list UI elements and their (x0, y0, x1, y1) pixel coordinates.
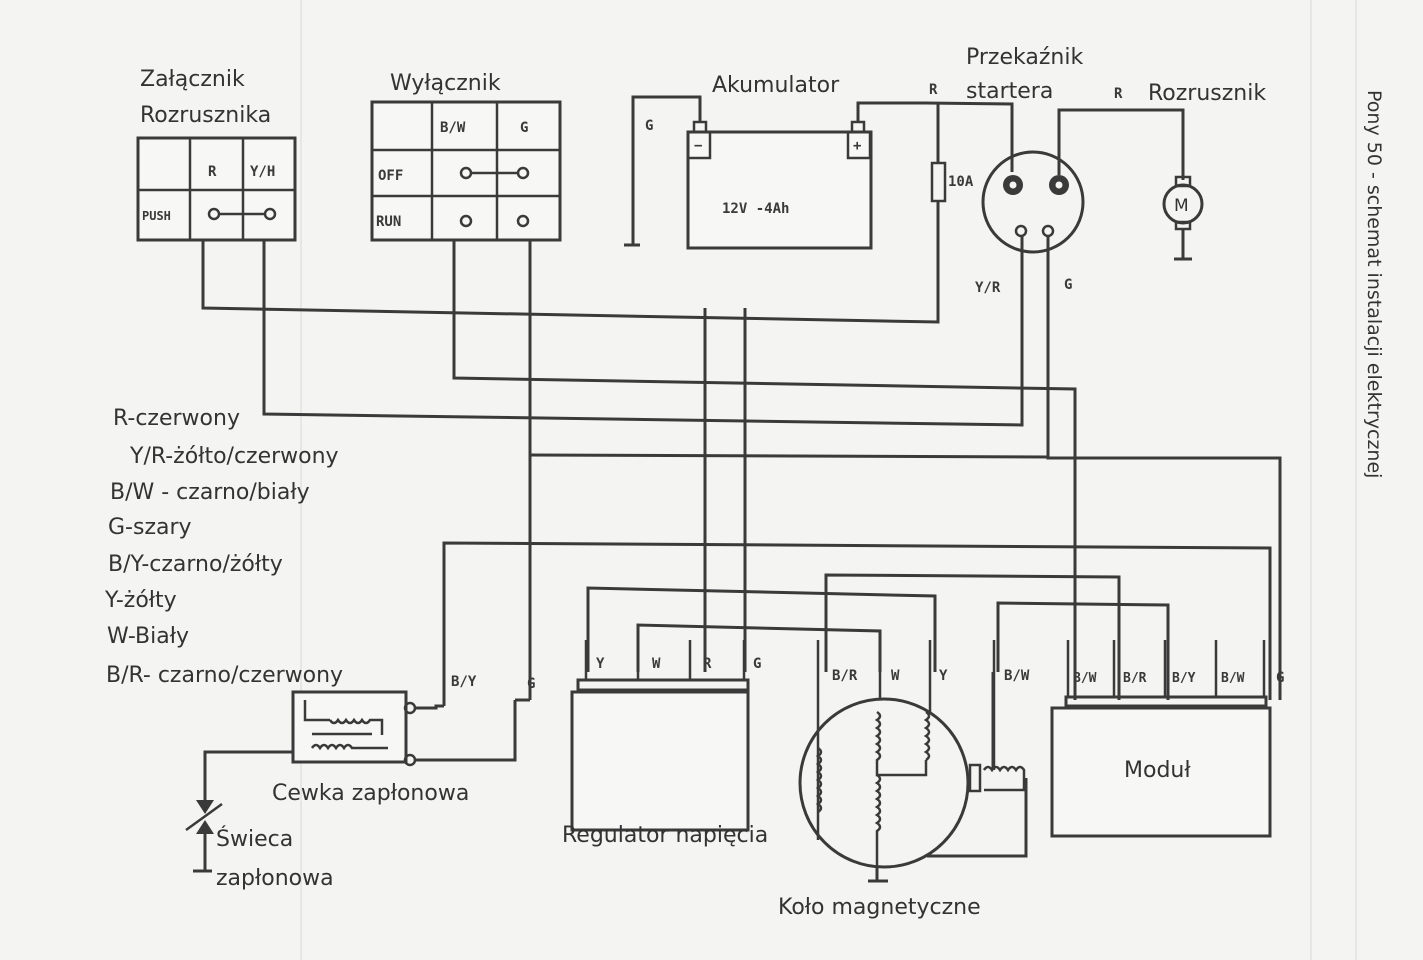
module-pin: G (1276, 670, 1284, 686)
spark-plug-label-1: Świeca (216, 826, 293, 852)
starter-switch: Załącznik Rozrusznika R Y/H PUSH (136, 67, 297, 242)
relay-wire-r-label: R (929, 82, 938, 98)
magneto-label: Koło magnetyczne (778, 895, 981, 920)
ignition-switch-label: Wyłącznik (390, 71, 501, 96)
wire-color-legend: R-czerwony Y/R-żółto/czerwony B/W - czar… (104, 406, 343, 688)
legend-item: Y-żółty (104, 588, 177, 613)
magneto-body (798, 697, 970, 869)
pickup-coil-icon (968, 763, 982, 793)
starter-switch-row-push: PUSH (142, 209, 171, 223)
starter-switch-label-2: Rozrusznika (140, 103, 271, 128)
battery-negative: − (694, 138, 702, 154)
magneto-pin: W (891, 668, 900, 684)
regulator-pin: Y (596, 656, 605, 672)
regulator-pin: G (753, 656, 761, 672)
pickup-wire-label: B/W (1004, 668, 1030, 684)
module-body (1050, 706, 1272, 838)
starter-motor-label: Rozrusznik (1148, 81, 1266, 106)
scan-line (300, 0, 302, 960)
starter-switch-col-r: R (208, 164, 217, 180)
wiring-harness (201, 201, 1282, 770)
regulator-pin: W (652, 656, 661, 672)
legend-item: B/Y-czarno/żółty (108, 552, 283, 577)
starter-relay: Przekaźnik startera R 10A Y/R G (929, 45, 1185, 296)
ignition-module: B/W B/R B/Y B/W G Moduł (1050, 640, 1284, 838)
legend-item: B/R- czarno/czerwony (106, 663, 343, 688)
ignition-coil: B/Y G Cewka zapłonowa (203, 674, 535, 806)
ignition-switch-col-bw: B/W (440, 120, 466, 136)
magneto: B/R W Y B/W Koło magnetyczne (778, 640, 1030, 920)
module-pin: B/Y (1172, 671, 1196, 686)
diagram-title: Pony 50 - schemat instalacji elektryczne… (1363, 90, 1385, 479)
relay-body (981, 150, 1085, 254)
switch-contact (516, 214, 530, 228)
starter-switch-label-1: Załącznik (140, 67, 245, 92)
starter-motor-wire-label: R (1114, 86, 1123, 102)
ignition-switch-row-off: OFF (378, 168, 403, 184)
ignition-switch-row-run: RUN (376, 214, 401, 230)
magneto-pin: B/R (832, 668, 858, 684)
battery-label: Akumulator (712, 73, 840, 98)
coil-body (291, 690, 408, 764)
ignition-switch: Wyłącznik B/W G OFF RUN (370, 71, 562, 242)
battery-rating: 12V -4Ah (722, 201, 789, 217)
legend-item: B/W - czarno/biały (110, 480, 310, 505)
module-pin: B/R (1123, 671, 1147, 686)
starter-switch-col-yh: Y/H (250, 164, 275, 180)
spark-plug-icon (196, 800, 214, 814)
ignition-coil-label: Cewka zapłonowa (272, 781, 469, 806)
battery-ground-wire-label: G (645, 118, 653, 134)
magneto-pin: Y (939, 668, 948, 684)
scan-line (1355, 0, 1357, 960)
module-pin: B/W (1221, 671, 1245, 686)
regulator-body (570, 690, 750, 832)
relay-wire-yr-label: Y/R (975, 280, 1001, 296)
legend-item: Y/R-żółto/czerwony (129, 444, 339, 469)
scan-line (1310, 0, 1312, 960)
battery: Akumulator − + 12V -4Ah G (624, 73, 1014, 250)
voltage-regulator: Y W R G Regulator napięcia (562, 640, 768, 848)
legend-item: W-Biały (107, 624, 189, 649)
module-pin: B/W (1073, 671, 1097, 686)
regulator-pin: R (703, 656, 712, 672)
motor-symbol: M (1174, 196, 1189, 216)
module-label: Moduł (1124, 758, 1191, 783)
ignition-switch-col-g: G (520, 120, 528, 136)
coil-wire-g-label: G (527, 676, 535, 692)
spark-plug-label-2: zapłonowa (216, 866, 334, 891)
starter-relay-label-2: startera (966, 79, 1053, 104)
legend-item: G-szary (108, 515, 192, 540)
fuse-rating: 10A (948, 174, 974, 190)
coil-wire-by-label: B/Y (451, 674, 477, 690)
switch-contact (459, 214, 473, 228)
spark-plug: Świeca zapłonowa (185, 800, 334, 891)
starter-motor: Rozrusznik R M (1114, 81, 1266, 261)
regulator-label: Regulator napięcia (562, 823, 768, 848)
starter-relay-label-1: Przekaźnik (966, 45, 1083, 70)
legend-item: R-czerwony (113, 406, 240, 431)
battery-box (686, 130, 873, 250)
fuse-icon (930, 161, 947, 203)
relay-wire-g-label: G (1064, 277, 1072, 293)
battery-positive: + (853, 138, 861, 154)
